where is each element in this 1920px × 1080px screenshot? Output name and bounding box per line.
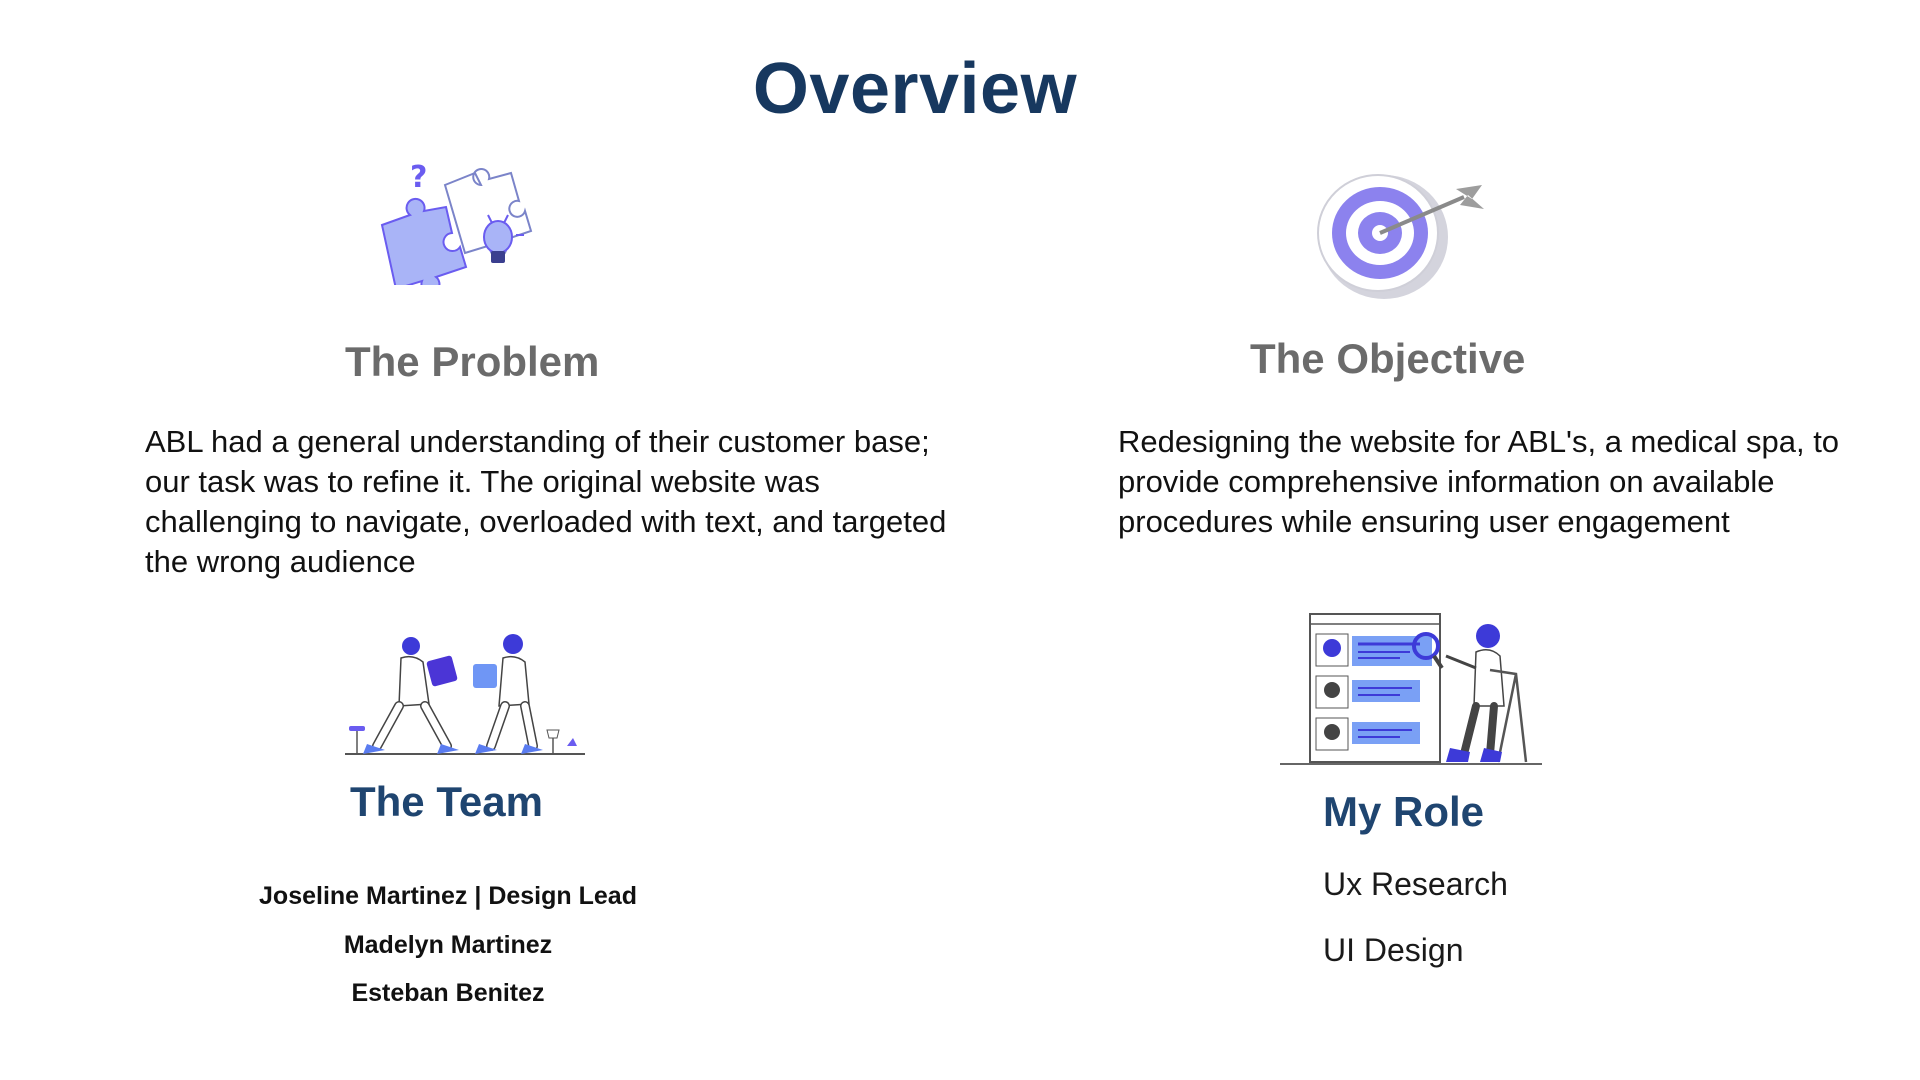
team-member: Joseline Martinez | Design Lead <box>259 882 637 910</box>
problem-text: ABL had a general understanding of their… <box>145 424 947 579</box>
objective-text: Redesigning the website for ABL's, a med… <box>1118 424 1840 539</box>
team-puzzle-illustration <box>345 630 590 760</box>
team-heading: The Team <box>350 778 543 825</box>
team-member: Madelyn Martinez <box>343 931 553 959</box>
role-heading: My Role <box>1323 788 1485 835</box>
svg-text:?: ? <box>410 160 427 195</box>
puzzle-lightbulb-icon: ? <box>370 155 540 285</box>
role-item: Ux Research <box>1323 866 1508 902</box>
role-item: UI Design <box>1323 932 1464 968</box>
problem-heading: The Problem <box>345 338 600 385</box>
objective-heading: The Objective <box>1250 335 1526 382</box>
page-title: Overview <box>752 49 1078 129</box>
team-member: Esteban Benitez <box>351 979 545 1007</box>
research-illustration <box>1280 610 1545 770</box>
target-dart-icon <box>1300 165 1490 300</box>
